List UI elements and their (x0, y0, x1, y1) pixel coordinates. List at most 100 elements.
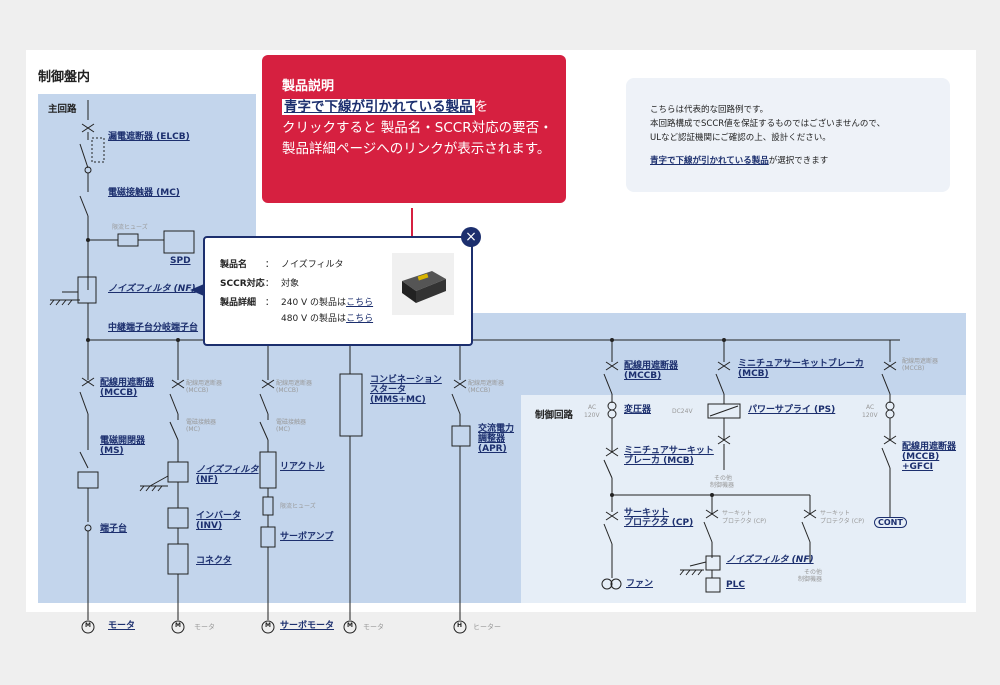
servo-mccb-b: (MCCB) (276, 387, 299, 394)
motor-link[interactable]: モータ (108, 621, 136, 631)
ctrl-mccb-link-b[interactable]: (MCCB) (624, 371, 662, 381)
explanation-title: 製品説明 (282, 79, 335, 94)
note-link[interactable]: 青字で下線が引かれている製品 (650, 156, 769, 166)
mms-motor-label: モータ (363, 623, 384, 631)
mms-link-a[interactable]: コンビネーション (370, 375, 442, 385)
transformer-link[interactable]: 変圧器 (624, 405, 652, 415)
popup-link-240[interactable]: こちら (346, 298, 374, 308)
other-ctrl2-a: その他 (804, 569, 823, 576)
mcb2-link-b[interactable]: ブレーカ (MCB) (624, 456, 694, 466)
other-ctrl2-b: 制御機器 (798, 576, 823, 583)
main-circuit-label: 主回路 (48, 104, 77, 115)
servo-mc-b: (MC) (276, 426, 291, 433)
noise-filter-image (402, 271, 446, 303)
fan-link[interactable]: ファン (626, 579, 654, 589)
popup-link-480[interactable]: こちら (346, 314, 374, 324)
cp-grey-b1: プロテクタ (CP) (722, 518, 767, 525)
popup-detail-240: 240 V の製品はこちら (281, 295, 373, 308)
popup-detail-480: 480 V の製品はこちら (281, 311, 373, 324)
cp-link-b[interactable]: プロテクタ (CP) (624, 518, 694, 528)
popup-name-value: ノイズフィルタ (281, 260, 344, 270)
motor-symbol-1: M (85, 622, 91, 629)
fuse-label: 限流ヒューズ (112, 224, 148, 231)
mms-link-b[interactable]: スタータ (370, 385, 407, 395)
elcb-link[interactable]: 漏電遮断器 (ELCB) (108, 132, 190, 142)
spd-link[interactable]: SPD (170, 256, 191, 266)
mc-link[interactable]: 電磁接触器 (MC) (108, 188, 180, 198)
note-line: こちらは代表的な回路例です。 (650, 105, 769, 115)
note-box: こちらは代表的な回路例です。 本回路構成でSCCR値を保証するものではございませ… (626, 78, 950, 192)
other-ctrl-a: その他 (714, 475, 733, 482)
mms-link-c[interactable]: (MMS+MC) (370, 395, 426, 405)
explanation-rest: クリックすると 製品名・SCCR対応の要否・製品詳細ページへのリンクが表示されま… (282, 120, 553, 157)
cp-grey-a1: サーキット (722, 510, 753, 517)
terminal-link[interactable]: 端子台 (100, 524, 128, 534)
control-circuit-label: 制御回路 (535, 410, 574, 421)
apr-mccb-a: 配線用遮断器 (468, 380, 505, 387)
popup-detail-240-prefix: 240 V の製品は (281, 298, 347, 308)
inv-nf-link-a[interactable]: ノイズフィルタ (196, 465, 259, 475)
mccb1-link-a[interactable]: 配線用遮断器 (100, 378, 155, 388)
apr-link-a[interactable]: 交流電力 (478, 424, 515, 434)
note-link-suffix: が選択できます (768, 156, 829, 166)
servo-fuse-label: 限流ヒューズ (280, 503, 316, 510)
popup-colon: ： (265, 279, 275, 289)
right-circuit-area (521, 313, 966, 395)
popup-detail-key: 製品詳細 (220, 298, 257, 308)
popup-detail-480-prefix: 480 V の製品は (281, 314, 347, 324)
control-circuit-area (521, 395, 966, 603)
motor-symbol-3: M (265, 622, 271, 629)
note-line: ULなど認証機関にご確認の上、設計ください。 (650, 133, 831, 143)
v120-label: 120V (584, 412, 600, 419)
panel-title: 制御盤内 (38, 70, 91, 85)
popup-name-key: 製品名 (220, 260, 248, 270)
mcb1-link-a[interactable]: ミニチュアサーキットブレーカ (738, 359, 864, 369)
popup-colon: ： (265, 260, 275, 270)
lower-circuit-area (38, 313, 521, 603)
motor-symbol-2: M (175, 622, 181, 629)
ac-label: AC (588, 404, 597, 411)
inv-link-b[interactable]: (INV) (196, 521, 223, 531)
close-icon[interactable]: × (461, 227, 481, 247)
reactor-link[interactable]: リアクトル (280, 462, 325, 472)
ms-link-a[interactable]: 電磁開閉器 (100, 436, 146, 446)
plc-link[interactable]: PLC (726, 580, 745, 590)
apr-link-b[interactable]: 調整器 (478, 434, 506, 444)
other-ctrl-b: 制御機器 (710, 482, 735, 489)
cp-grey-a2: サーキット (820, 510, 851, 517)
cont-label: CONT (874, 517, 907, 528)
nf-link[interactable]: ノイズフィルタ (NF) (108, 284, 196, 294)
mcb1-link-b[interactable]: (MCB) (738, 369, 769, 379)
cp-link-a[interactable]: サーキット (624, 508, 670, 518)
mccb-grey-a: 配線用遮断器 (902, 358, 939, 365)
heater-symbol: H (457, 622, 463, 629)
v120-label-2: 120V (862, 412, 878, 419)
power-supply-link[interactable]: パワーサプライ (PS) (748, 405, 836, 415)
explanation-suffix: を (474, 99, 489, 115)
explanation-body: 青字で下線が引かれている製品をクリックすると 製品名・SCCR対応の要否・製品詳… (282, 97, 562, 160)
gfci-link-b[interactable]: (MCCB) (902, 452, 940, 462)
popup-colon: ： (265, 298, 275, 308)
ctrl-mccb-link-a[interactable]: 配線用遮断器 (624, 361, 679, 371)
selected-pointer (190, 284, 204, 296)
ms-link-b[interactable]: (MS) (100, 446, 124, 456)
heater-label: ヒーター (473, 623, 501, 631)
note-link-line: 青字で下線が引かれている製品が選択できます (650, 154, 828, 166)
inv-mc-b: (MC) (186, 426, 201, 433)
connector-link[interactable]: コネクタ (196, 556, 232, 566)
apr-link-c[interactable]: (APR) (478, 444, 507, 454)
mccb1-link-b[interactable]: (MCCB) (100, 388, 138, 398)
ctrl-nf-link[interactable]: ノイズフィルタ (NF) (726, 555, 814, 565)
inv-nf-link-b[interactable]: (NF) (196, 475, 218, 485)
note-line: 本回路構成でSCCR値を保証するものではございませんので、 (650, 119, 886, 129)
dc24-label: DC24V (672, 408, 693, 415)
gfci-link-c[interactable]: +GFCI (902, 462, 934, 472)
mcb2-link-a[interactable]: ミニチュアサーキット (624, 446, 714, 456)
servo-motor-link[interactable]: サーボモータ (280, 621, 335, 631)
terminal-relay-link[interactable]: 中継端子台分岐端子台 (108, 323, 199, 333)
inv-link-a[interactable]: インバータ (196, 511, 242, 521)
explanation-highlight: 青字で下線が引かれている製品 (282, 99, 475, 115)
gfci-link-a[interactable]: 配線用遮断器 (902, 442, 957, 452)
servo-amp-link[interactable]: サーボアンプ (280, 532, 334, 542)
